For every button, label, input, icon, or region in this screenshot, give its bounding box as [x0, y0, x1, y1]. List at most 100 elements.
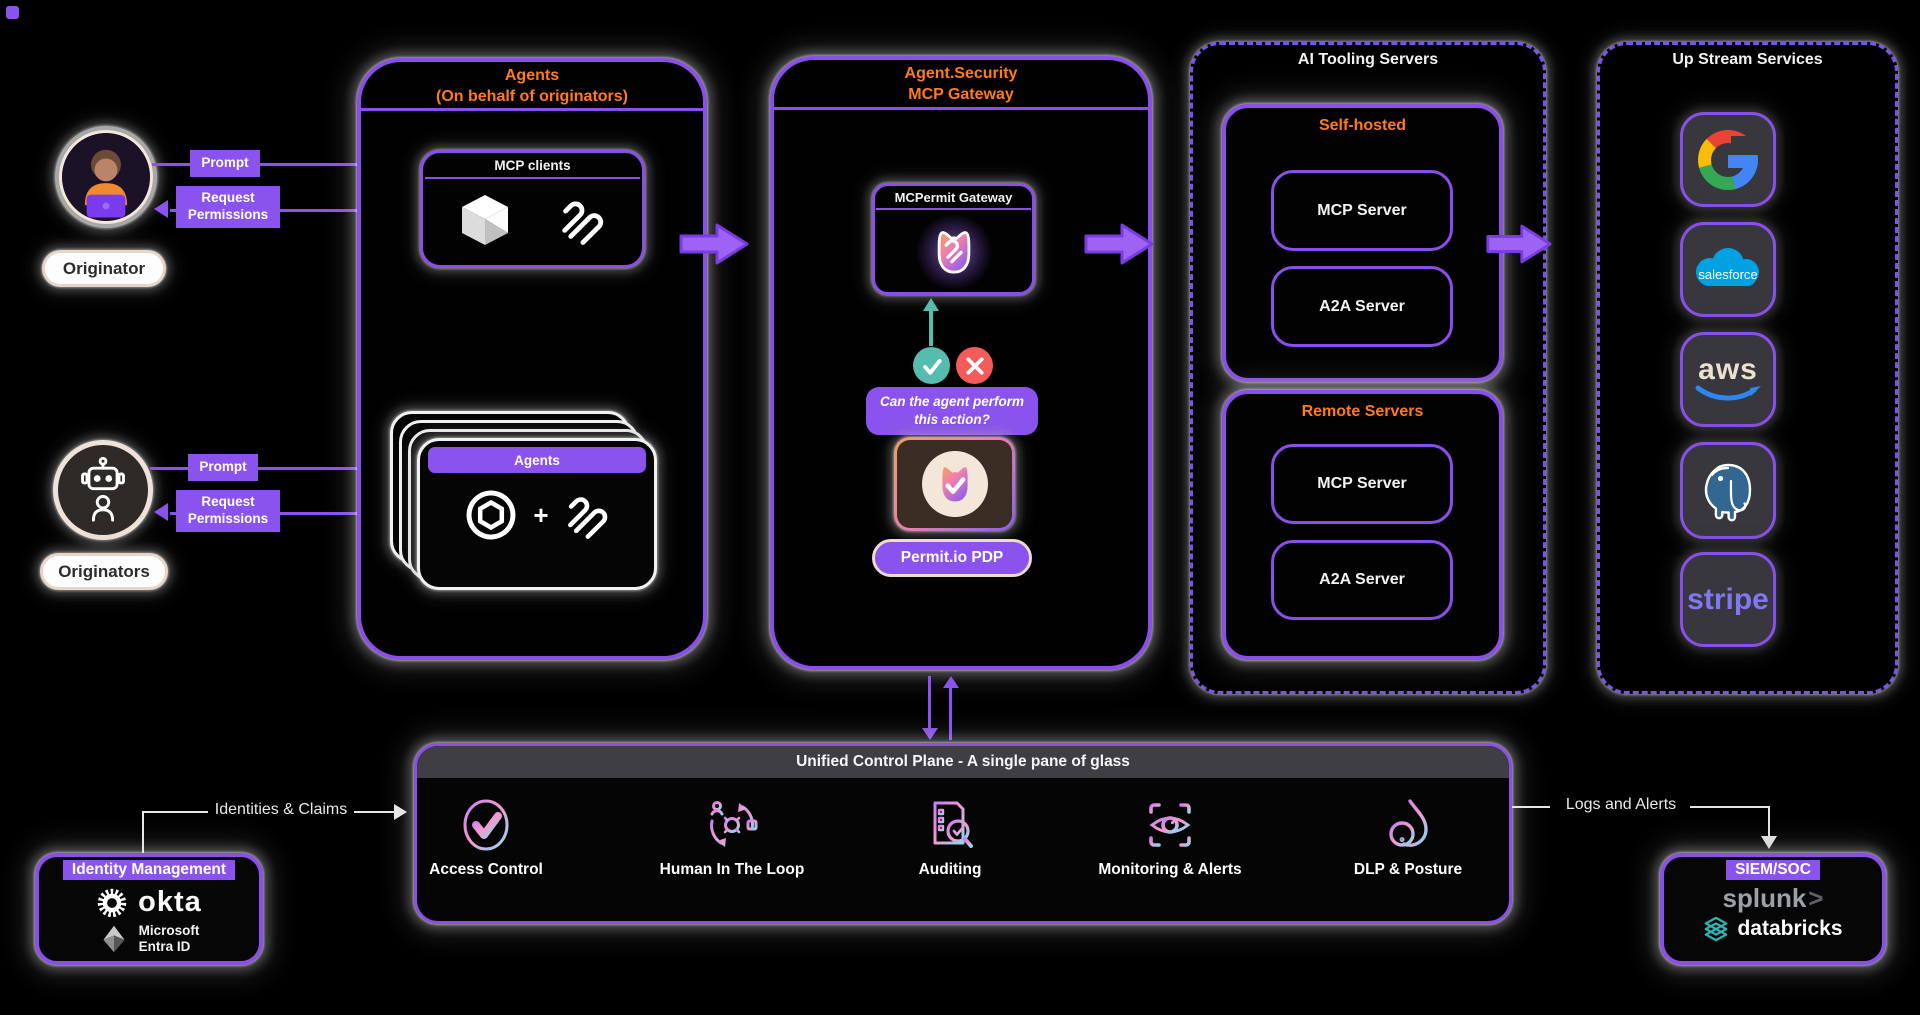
flow-arrow-1: [679, 223, 749, 265]
human-loop-label: Human In The Loop: [659, 861, 805, 878]
request-line-bottom: [170, 512, 400, 515]
plus-sign: +: [533, 499, 549, 530]
stripe-icon: stripe: [1687, 582, 1769, 616]
person-laptop-icon: [62, 133, 150, 221]
pdp-logo-box: [894, 437, 1015, 531]
siem-panel: SIEM/SOC splunk > databricks: [1660, 853, 1886, 965]
a2a-server-box-1: A2A Server: [1271, 266, 1453, 347]
access-control-icon: [463, 799, 509, 851]
identities-claims-label: Identities & Claims: [214, 801, 348, 818]
logs-line-vertical: [1768, 806, 1770, 836]
remote-servers-title: Remote Servers: [1301, 403, 1424, 420]
prompt-line-bottom: [150, 467, 386, 470]
pdp-logo-circle: [921, 451, 988, 517]
auditing-icon: [933, 801, 973, 848]
mcp-icon: [561, 201, 603, 245]
prompt-line-top: [152, 163, 386, 166]
prompt-label-top: Prompt: [190, 150, 260, 177]
identities-arrow: [394, 804, 407, 820]
google-icon: [1698, 129, 1758, 190]
okta-row: okta: [39, 886, 259, 919]
upstream-title: Up Stream Services: [1672, 51, 1823, 68]
identities-line-h2: [354, 811, 394, 813]
allow-arrow-shaft: [929, 310, 933, 346]
identity-title: Identity Management: [62, 860, 236, 880]
siem-title: SIEM/SOC: [1726, 860, 1820, 880]
agents-title-divider: [361, 108, 703, 111]
databricks-row: databricks: [1664, 916, 1882, 942]
databricks-icon: [1705, 916, 1728, 942]
gateway-up-shaft: [949, 688, 952, 740]
agents-stack-card-front: Agents +: [417, 438, 657, 590]
svg-text:salesforce: salesforce: [1698, 267, 1757, 282]
mcpermit-gateway-title: MCPermit Gateway: [894, 190, 1013, 205]
logs-line-h2: [1690, 806, 1770, 808]
monitoring-icon: [1149, 803, 1191, 847]
allow-arrow-head: [923, 298, 939, 311]
agents-card-header: Agents: [428, 447, 646, 473]
mcp-icon: [567, 497, 607, 539]
identities-line-vertical: [142, 812, 144, 853]
salesforce-icon: salesforce: [1696, 247, 1759, 286]
gateway-title-divider: [774, 107, 1148, 110]
gateway-down-arrow: [922, 728, 938, 740]
gateway-up-arrow: [943, 676, 959, 688]
okta-icon: [97, 888, 127, 917]
control-plane-header: Unified Control Plane - A single pane of…: [417, 746, 1509, 778]
cube-icon: [461, 195, 508, 245]
check-icon: [913, 347, 950, 384]
gateway-down-shaft: [928, 676, 931, 728]
entra-row: Microsoft Entra ID: [39, 923, 259, 954]
microsoft-entra-icon: [103, 925, 125, 952]
control-plane-panel: Unified Control Plane - A single pane of…: [414, 743, 1512, 924]
salesforce-tile: salesforce: [1680, 222, 1776, 317]
agents-panel-title: Agents (On behalf of originators): [436, 67, 628, 105]
mcp-clients-divider: [425, 177, 640, 179]
permit-cat-icon: [937, 231, 970, 274]
mcp-clients-title: MCP clients: [494, 158, 571, 173]
human-loop-icon: [710, 801, 758, 847]
aws-icon: aws: [1693, 354, 1763, 405]
request-arrow-top: [154, 200, 168, 218]
self-hosted-title: Self-hosted: [1318, 117, 1407, 134]
question-bubble: Can the agent perform this action?: [866, 387, 1038, 435]
a2a-server-box-2: A2A Server: [1271, 540, 1453, 620]
access-control-label: Access Control: [429, 861, 543, 878]
originator-avatar: [55, 126, 157, 228]
mcp-server-box-2: MCP Server: [1271, 444, 1453, 524]
flow-arrow-2: [1084, 223, 1154, 265]
aws-tile: aws: [1680, 332, 1776, 427]
dlp-label: DLP & Posture: [1353, 861, 1463, 878]
mcpermit-logo: [915, 214, 992, 290]
google-tile: [1680, 112, 1776, 207]
dlp-icon: [1389, 799, 1428, 847]
request-label-bottom: Request Permissions: [176, 490, 280, 532]
splunk-logo: splunk: [1722, 883, 1807, 913]
mcp-server-box-1: MCP Server: [1271, 170, 1453, 251]
logs-alerts-label: Logs and Alerts: [1565, 796, 1677, 813]
postgresql-tile: [1680, 442, 1776, 539]
monitoring-label: Monitoring & Alerts: [1098, 861, 1242, 878]
originator-label: Originator: [42, 250, 166, 287]
request-arrow-bottom: [154, 503, 168, 521]
mcpermit-divider: [876, 208, 1031, 210]
identity-panel: Identity Management okta Microsoft Entra…: [35, 853, 263, 965]
flow-arrow-3: [1486, 224, 1552, 264]
decor-square: [6, 6, 19, 19]
identities-line-h1: [142, 811, 208, 813]
mcp-clients-box: MCP clients: [420, 150, 645, 268]
auditing-label: Auditing: [918, 861, 982, 878]
robot-person-icon: [81, 456, 125, 522]
postgresql-icon: [1704, 463, 1752, 521]
permit-pdp-icon: [939, 464, 970, 504]
logs-arrow: [1761, 836, 1777, 849]
originators-avatar: [53, 440, 153, 540]
request-label-top: Request Permissions: [176, 186, 280, 228]
splunk-arrow: >: [1808, 883, 1824, 913]
microsoft-entra-label: Microsoft Entra ID: [138, 923, 200, 954]
originators-label: Originators: [40, 553, 168, 590]
gateway-panel-title: Agent.Security MCP Gateway: [904, 65, 1018, 103]
stripe-tile: stripe: [1680, 552, 1776, 647]
mcpermit-gateway-box: MCPermit Gateway: [872, 183, 1035, 295]
logs-line-h1: [1512, 806, 1550, 808]
